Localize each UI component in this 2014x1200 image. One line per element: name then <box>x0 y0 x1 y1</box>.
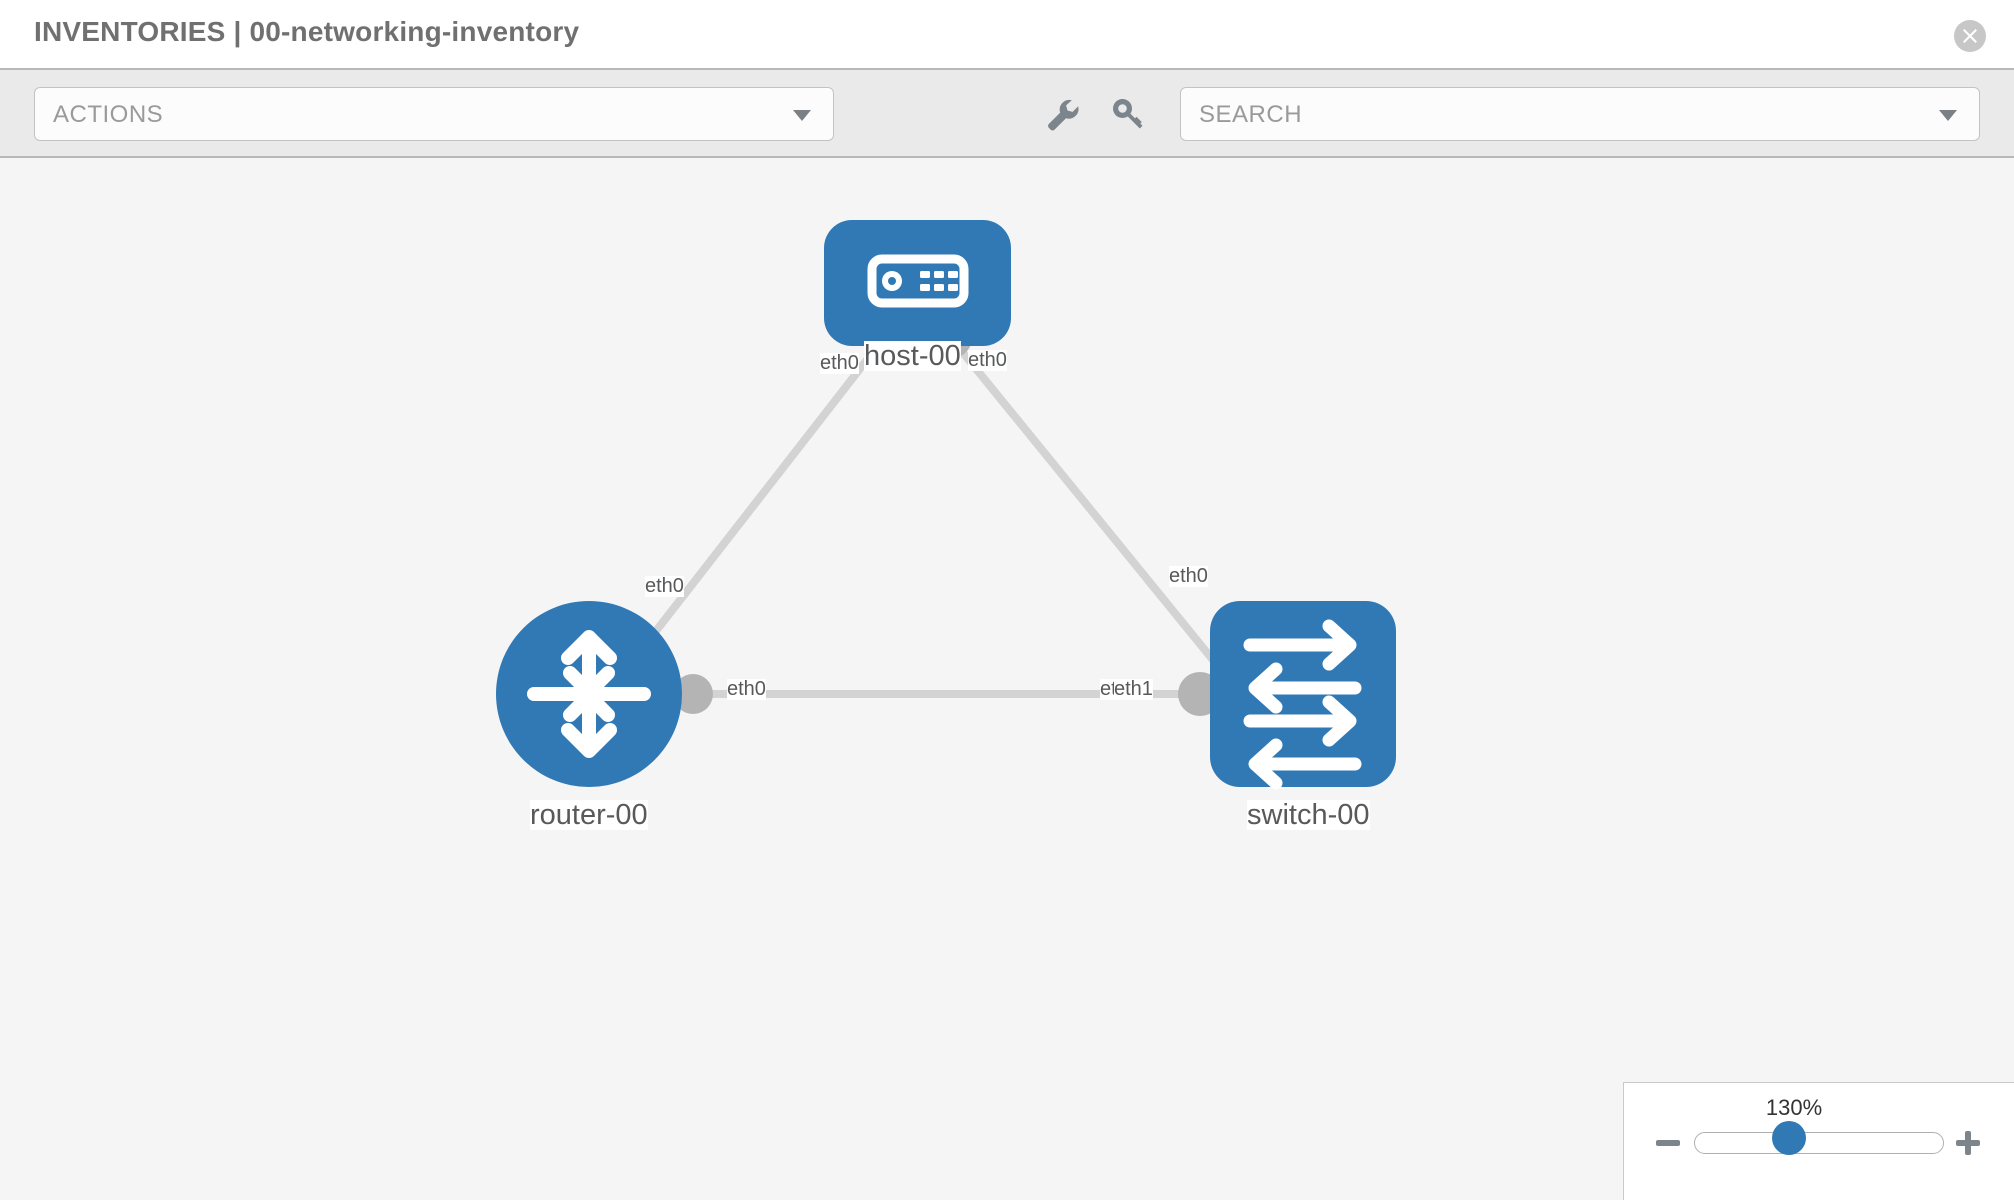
zoom-slider-thumb[interactable] <box>1772 1121 1806 1155</box>
actions-dropdown[interactable]: ACTIONS <box>34 87 834 141</box>
node-switch-00 <box>1210 601 1396 790</box>
key-icon[interactable] <box>1106 92 1150 136</box>
chevron-down-icon <box>1939 110 1957 121</box>
topology-canvas[interactable]: eth0 host-00 eth0 eth0 eth0 eth0 eth eth… <box>0 158 2014 1200</box>
topology-links <box>596 340 1300 706</box>
search-placeholder: SEARCH <box>1199 101 1303 128</box>
server-icon <box>867 254 969 308</box>
node-label-switch-00: switch-00 <box>1247 799 1370 831</box>
zoom-level-value: 130% <box>1765 1095 1823 1120</box>
wrench-icon[interactable] <box>1040 92 1084 136</box>
page-title: INVENTORIES | 00-networking-inventory <box>34 16 580 47</box>
edge-label-switch-up: eth0 <box>1169 565 1208 587</box>
link-host-switch <box>951 340 1252 706</box>
zoom-slider-track[interactable] <box>1694 1132 1944 1154</box>
search-input[interactable]: SEARCH <box>1180 87 1980 141</box>
port-router-right <box>673 674 713 714</box>
topology-graph <box>496 220 1396 790</box>
minus-icon[interactable] <box>1654 1129 1682 1157</box>
zoom-control-panel: 130% <box>1623 1082 2014 1200</box>
chevron-down-icon <box>793 110 811 121</box>
toolbar: ACTIONS SEARCH <box>0 70 2014 158</box>
plus-icon[interactable] <box>1954 1129 1982 1157</box>
edge-label-host-left: eth0 <box>820 352 859 374</box>
edge-label-host-right: eth0 <box>968 349 1007 371</box>
node-label-host-00: host-00 <box>864 340 961 372</box>
edge-label-switch-left: eth1 <box>1114 678 1153 700</box>
router-arrows-icon <box>527 630 651 758</box>
actions-dropdown-label: ACTIONS <box>53 101 164 128</box>
node-host-00 <box>824 220 1011 346</box>
topology-ports <box>673 318 1262 716</box>
edge-label-router-right: eth0 <box>727 678 766 700</box>
node-router-00 <box>496 601 682 787</box>
close-icon[interactable] <box>1954 20 1986 52</box>
node-label-router-00: router-00 <box>530 799 648 831</box>
switch-arrows-icon <box>1243 619 1362 790</box>
edge-label-router-up: eth0 <box>645 575 684 597</box>
page-header: INVENTORIES | 00-networking-inventory <box>0 0 2014 70</box>
